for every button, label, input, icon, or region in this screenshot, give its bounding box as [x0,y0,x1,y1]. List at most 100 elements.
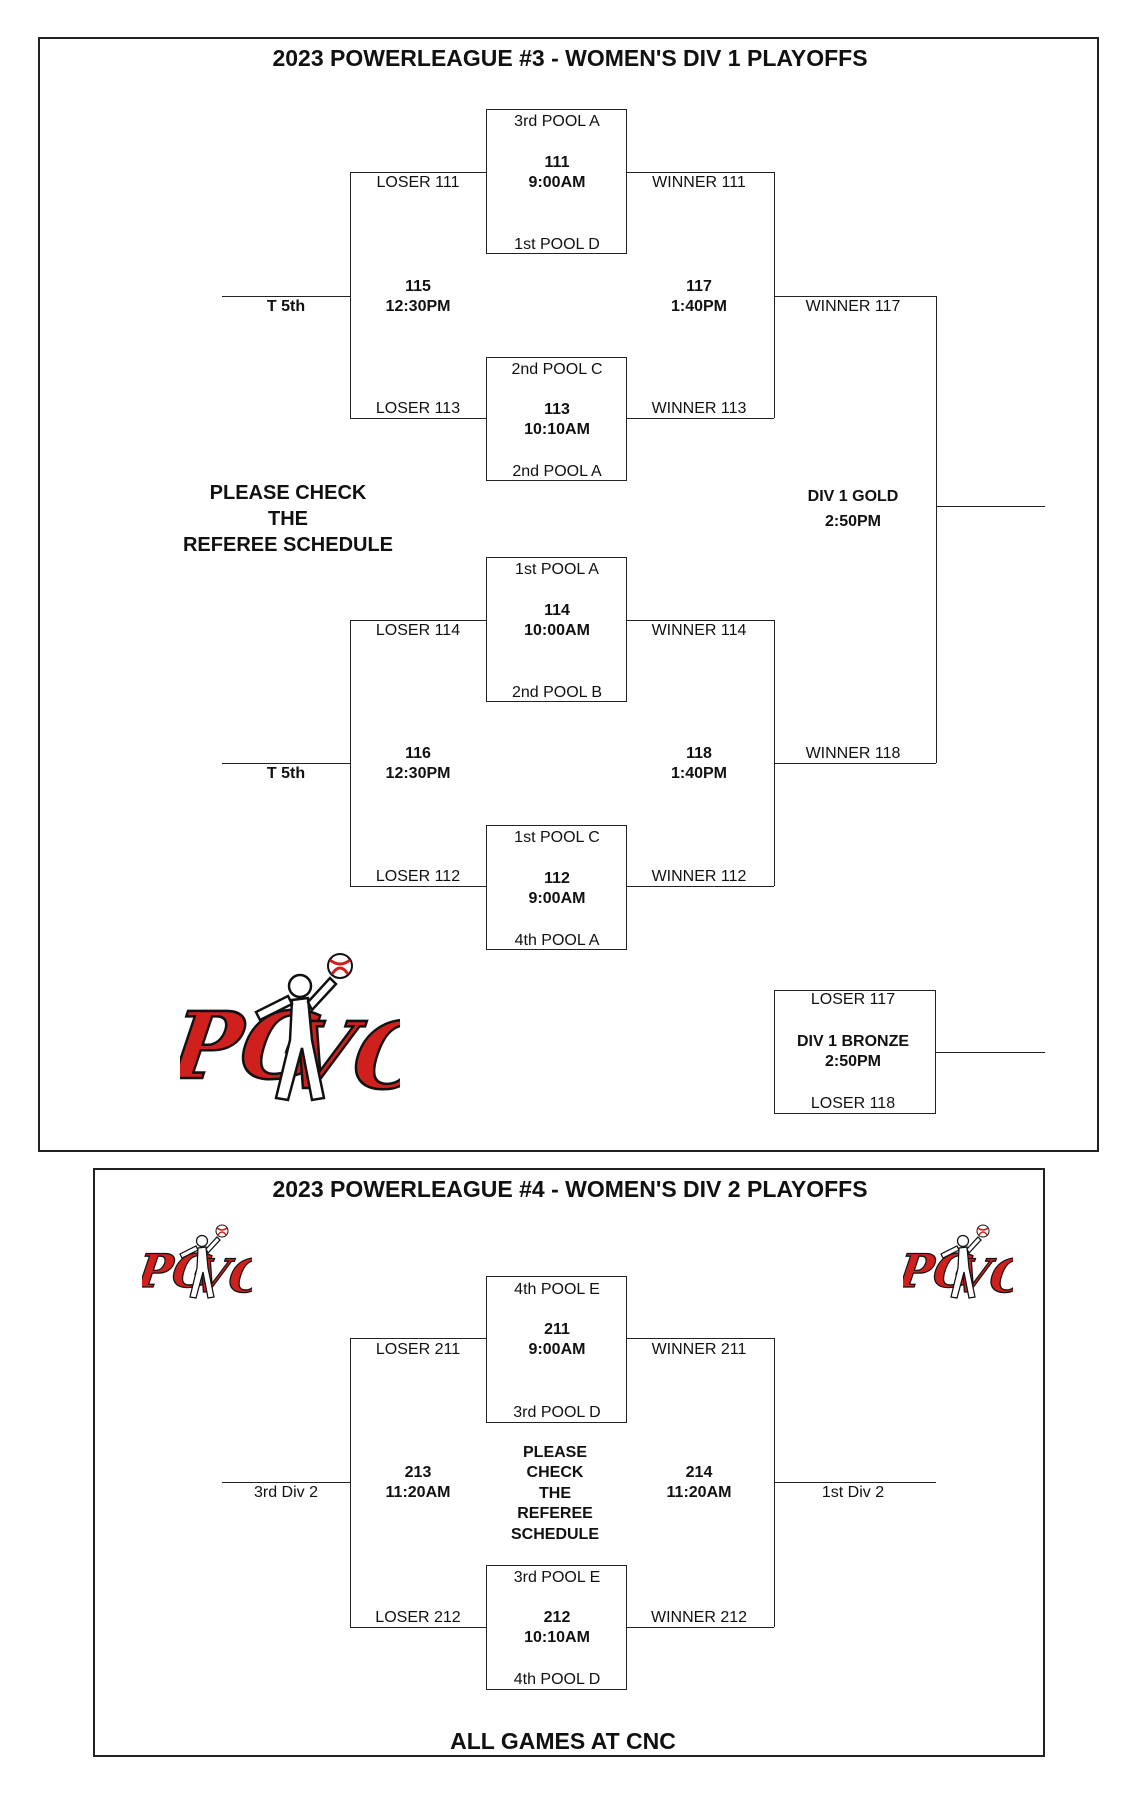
volleyball-icon [327,953,353,979]
match-118-number: 118 [686,745,712,762]
gold-time: 2:50PM [824,513,882,530]
div1-bracket-frame: 2023 POWERLEAGUE #3 - WOMEN'S DIV 1 PLAY… [38,37,1099,1152]
div2-referee-note-line-3: THE [539,1485,571,1502]
match-214-time: 11:20AM [666,1484,732,1501]
match-213-time: 11:20AM [385,1484,451,1501]
div2-referee-note-line-2: CHECK [526,1464,584,1481]
referee-note-line-2: THE [268,508,308,530]
line [936,506,1045,507]
line [350,1627,486,1628]
match-113-box [486,357,627,481]
gold-team-bottom: WINNER 118 [805,745,901,762]
line [627,886,774,887]
match-112-number: 112 [544,870,570,887]
pgvc-logo: PG VC [180,953,400,1108]
match-211-number: 211 [544,1321,570,1338]
match-212-number: 212 [543,1609,571,1626]
line [627,172,774,173]
match-213-loser-top: LOSER 211 [375,1341,461,1358]
match-118-time: 1:40PM [670,765,728,782]
match-113-team-bottom: 2nd POOL A [512,463,602,480]
match-211-time: 9:00AM [528,1341,586,1358]
match-114-number: 114 [544,602,570,619]
match-113-time: 10:10AM [524,421,590,438]
match-115-loser-top: LOSER 111 [376,174,460,191]
line [774,1482,936,1483]
match-117-time: 1:40PM [670,298,728,315]
div1-title: 2023 POWERLEAGUE #3 - WOMEN'S DIV 1 PLAY… [272,45,868,71]
match-115-number: 115 [405,278,431,295]
match-118-winner-top: WINNER 114 [651,622,747,639]
match-212-team-bottom: 4th POOL D [513,1671,601,1688]
bronze-box [774,990,936,1114]
line [627,418,774,419]
match-211-team-top: 4th POOL E [514,1281,600,1298]
line [222,1482,350,1483]
match-111-number: 111 [544,154,570,171]
line [774,296,936,297]
player-figure-icon [940,1234,982,1299]
match-118-winner-bottom: WINNER 112 [651,868,747,885]
match-111-team-bottom: 1st POOL D [514,236,600,253]
line [627,620,774,621]
referee-note-line-3: REFEREE SCHEDULE [182,534,394,556]
div2-title: 2023 POWERLEAGUE #4 - WOMEN'S DIV 2 PLAY… [272,1176,868,1202]
line [222,763,350,764]
match-212-team-top: 3rd POOL E [513,1569,601,1586]
match-214-winner-top: WINNER 211 [651,1341,747,1358]
match-117-number: 117 [686,278,712,295]
match-212-box [486,1565,627,1690]
match-116-number: 116 [405,745,431,762]
gold-team-top: WINNER 117 [805,298,901,315]
match-116-result: T 5th [266,765,306,782]
match-213-number: 213 [404,1464,432,1481]
match-116-time: 12:30PM [385,765,451,782]
div2-referee-note-line-4: REFEREE [517,1505,593,1522]
match-115-time: 12:30PM [385,298,451,315]
footer-all-games: ALL GAMES AT CNC [450,1728,676,1754]
bronze-team-bottom: LOSER 118 [810,1095,896,1112]
pgvc-logo-right: PG VC [903,1224,1013,1302]
match-116-loser-top: LOSER 114 [375,622,461,639]
bronze-team-top: LOSER 117 [810,991,896,1008]
match-211-box [486,1276,627,1423]
match-117-winner-top: WINNER 111 [652,174,746,191]
match-112-box [486,825,627,950]
match-117-winner-bottom: WINNER 113 [651,400,747,417]
referee-note-line-1: PLEASE CHECK [209,482,367,504]
match-111-box [486,109,627,254]
player-figure-icon [179,1234,221,1299]
match-213-loser-bottom: LOSER 212 [375,1609,461,1626]
match-116-loser-bottom: LOSER 112 [375,868,461,885]
match-114-box [486,557,627,702]
gold-label: DIV 1 GOLD [807,488,899,505]
line [350,1338,351,1627]
match-113-team-top: 2nd POOL C [511,361,603,378]
match-211-team-bottom: 3rd POOL D [513,1404,601,1421]
match-114-time: 10:00AM [524,622,590,639]
match-114-team-top: 1st POOL A [515,561,599,578]
match-112-team-bottom: 4th POOL A [514,932,600,949]
volleyball-icon [215,1224,229,1238]
line [350,886,486,887]
bronze-label: DIV 1 BRONZE [796,1033,910,1050]
match-114-team-bottom: 2nd POOL B [511,684,603,701]
line [350,620,486,621]
div2-bracket-frame: 2023 POWERLEAGUE #4 - WOMEN'S DIV 2 PLAY… [93,1168,1045,1757]
line [350,418,486,419]
line [936,296,937,763]
div2-referee-note-line-5: SCHEDULE [510,1526,600,1543]
line [350,1338,486,1339]
pgvc-logo-left: PG VC [142,1224,252,1302]
line [936,1052,1045,1053]
match-112-team-top: 1st POOL C [514,829,600,846]
line [774,172,775,418]
player-figure-icon [254,973,338,1102]
line [222,296,350,297]
line [627,1627,774,1628]
match-112-time: 9:00AM [528,890,586,907]
match-212-time: 10:10AM [524,1629,590,1646]
line [627,1338,774,1339]
bronze-time: 2:50PM [824,1053,882,1070]
line [350,172,486,173]
